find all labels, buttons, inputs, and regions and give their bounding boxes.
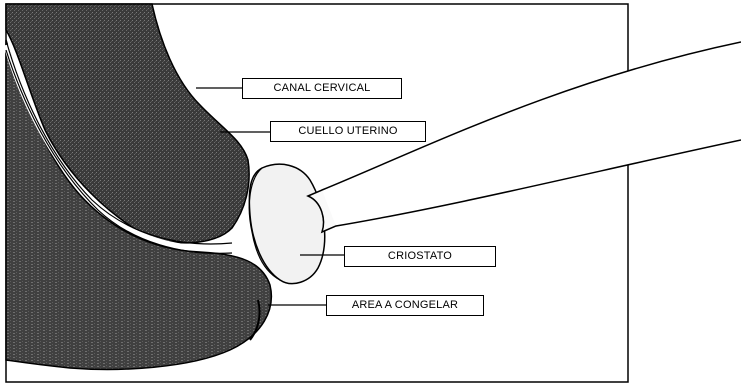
label-criostato: CRIOSTATO [344,246,496,267]
label-canal-cervical: CANAL CERVICAL [242,78,402,99]
label-cuello-uterino: CUELLO UTERINO [270,121,426,142]
label-area-a-congelar: AREA A CONGELAR [326,295,484,316]
